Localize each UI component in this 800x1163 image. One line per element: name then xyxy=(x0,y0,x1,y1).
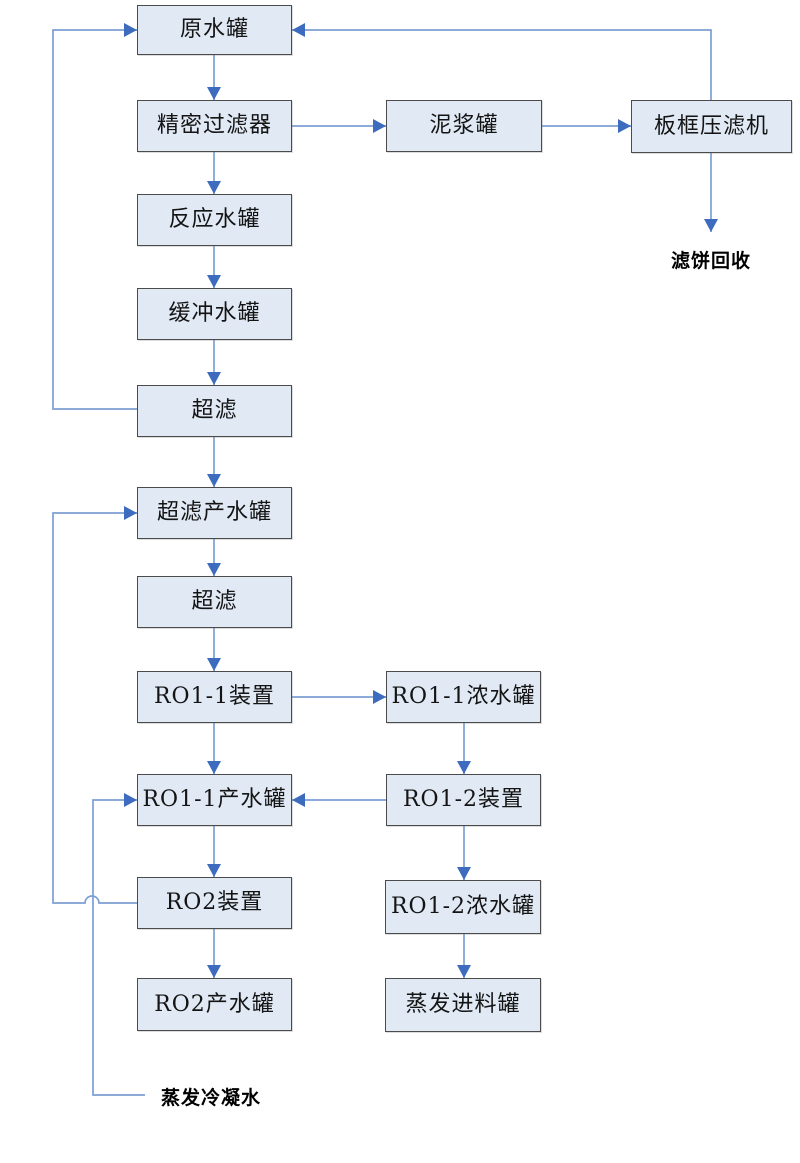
arrowhead-icon-ro2-unit-to-uf-product-water-tank xyxy=(124,506,137,520)
flow-node-label-ro1-2-unit: RO1-2装置 xyxy=(402,787,525,812)
flow-node-label-ro1-2-concentrate-tank: RO1-2浓水罐 xyxy=(390,894,536,919)
flow-label-filter-cake-recovery: 滤饼回收 xyxy=(671,250,752,272)
flow-node-plate-frame-filter-press: 板框压滤机 xyxy=(631,100,792,153)
arrowhead-icon-plate-frame-filter-press-to-raw-water-tank xyxy=(292,23,305,37)
flow-node-precision-filter: 精密过滤器 xyxy=(137,100,292,152)
arrowhead-icon-raw-water-tank-to-precision-filter xyxy=(207,87,221,100)
flow-node-label-ultrafiltration-2: 超滤 xyxy=(191,589,238,614)
flow-edge-ultrafiltration-1-to-raw-water-tank xyxy=(52,29,137,410)
flow-node-label-precision-filter: 精密过滤器 xyxy=(156,113,272,138)
flow-node-ro2-unit: RO2装置 xyxy=(137,877,292,929)
flow-node-uf-product-water-tank: 超滤产水罐 xyxy=(137,487,292,539)
arrowhead-icon-precision-filter-to-slurry-tank xyxy=(373,119,386,133)
flow-node-buffer-water-tank: 缓冲水罐 xyxy=(137,288,292,340)
flow-node-ro2-product-water-tank: RO2产水罐 xyxy=(137,978,292,1031)
flow-node-ro1-1-product-water-tank: RO1-1产水罐 xyxy=(137,774,292,826)
arrowhead-icon-precision-filter-to-reaction-water-tank xyxy=(207,181,221,194)
flow-node-label-ro1-1-product-water-tank: RO1-1产水罐 xyxy=(142,787,287,812)
flow-node-label-ro2-unit: RO2装置 xyxy=(165,890,264,915)
arrowhead-icon-plate-frame-filter-press-to-filter-cake-recovery xyxy=(704,219,718,232)
flow-node-ultrafiltration-2: 超滤 xyxy=(137,576,292,628)
arrowhead-icon-ultrafiltration-1-to-raw-water-tank xyxy=(124,23,137,37)
flow-label-evaporation-condensate: 蒸发冷凝水 xyxy=(161,1087,262,1109)
flow-node-ro1-2-concentrate-tank: RO1-2浓水罐 xyxy=(385,880,541,934)
arrowhead-icon-ro2-unit-to-ro2-product-water-tank xyxy=(207,965,221,978)
arrowhead-icon-ultrafiltration-2-to-ro1-1-unit xyxy=(207,658,221,671)
flow-node-reaction-water-tank: 反应水罐 xyxy=(137,194,292,246)
flow-node-label-ro1-1-concentrate-tank: RO1-1浓水罐 xyxy=(391,684,536,709)
flow-node-ultrafiltration-1: 超滤 xyxy=(137,385,292,437)
arrowhead-icon-slurry-tank-to-plate-frame-filter-press xyxy=(618,119,631,133)
flow-node-label-ro2-product-water-tank: RO2产水罐 xyxy=(154,991,275,1017)
flow-edge-evaporation-condensate-to-ro1-1-product-water-tank xyxy=(92,799,145,1096)
flow-node-label-plate-frame-filter-press: 板框压滤机 xyxy=(653,113,769,139)
arrowhead-icon-ro1-1-unit-to-ro1-1-product-water-tank xyxy=(207,761,221,774)
flow-node-evaporation-feed-tank: 蒸发进料罐 xyxy=(385,978,541,1032)
flow-node-label-evaporation-feed-tank: 蒸发进料罐 xyxy=(405,992,521,1017)
arrowhead-icon-ro1-2-concentrate-tank-to-evaporation-feed-tank xyxy=(457,965,471,978)
flow-edge-ro2-unit-to-uf-product-water-tank xyxy=(52,512,137,904)
arrowhead-icon-ro1-1-product-water-tank-to-ro2-unit xyxy=(207,864,221,877)
flow-node-raw-water-tank: 原水罐 xyxy=(137,5,292,55)
flow-node-ro1-1-concentrate-tank: RO1-1浓水罐 xyxy=(386,671,541,723)
flow-node-label-reaction-water-tank: 反应水罐 xyxy=(168,207,261,232)
flow-node-label-slurry-tank: 泥浆罐 xyxy=(429,113,499,138)
flow-node-slurry-tank: 泥浆罐 xyxy=(386,100,542,152)
arrowhead-icon-ro1-1-unit-to-ro1-1-concentrate-tank xyxy=(373,690,386,704)
arrowhead-icon-uf-product-water-tank-to-ultrafiltration-2 xyxy=(207,563,221,576)
flow-node-ro1-1-unit: RO1-1装置 xyxy=(137,671,292,723)
flow-node-label-ultrafiltration-1: 超滤 xyxy=(191,398,238,423)
arrowhead-icon-buffer-water-tank-to-ultrafiltration-1 xyxy=(207,372,221,385)
flow-node-label-uf-product-water-tank: 超滤产水罐 xyxy=(156,500,272,525)
flow-node-ro1-2-unit: RO1-2装置 xyxy=(386,774,541,826)
arrowhead-icon-ro1-2-unit-to-ro1-2-concentrate-tank xyxy=(457,867,471,880)
flow-node-label-ro1-1-unit: RO1-1装置 xyxy=(153,684,276,709)
arrowhead-icon-reaction-water-tank-to-buffer-water-tank xyxy=(207,275,221,288)
flow-edge-plate-frame-filter-press-to-raw-water-tank xyxy=(292,29,712,100)
arrowhead-icon-ultrafiltration-1-to-uf-product-water-tank xyxy=(207,474,221,487)
flow-node-label-raw-water-tank: 原水罐 xyxy=(179,17,249,42)
arrowhead-icon-evaporation-condensate-to-ro1-1-product-water-tank xyxy=(124,793,137,807)
flow-node-label-buffer-water-tank: 缓冲水罐 xyxy=(168,301,261,326)
arrowhead-icon-ro1-2-unit-to-ro1-1-product-water-tank xyxy=(292,793,305,807)
arrowhead-icon-ro1-1-concentrate-tank-to-ro1-2-unit xyxy=(457,761,471,774)
